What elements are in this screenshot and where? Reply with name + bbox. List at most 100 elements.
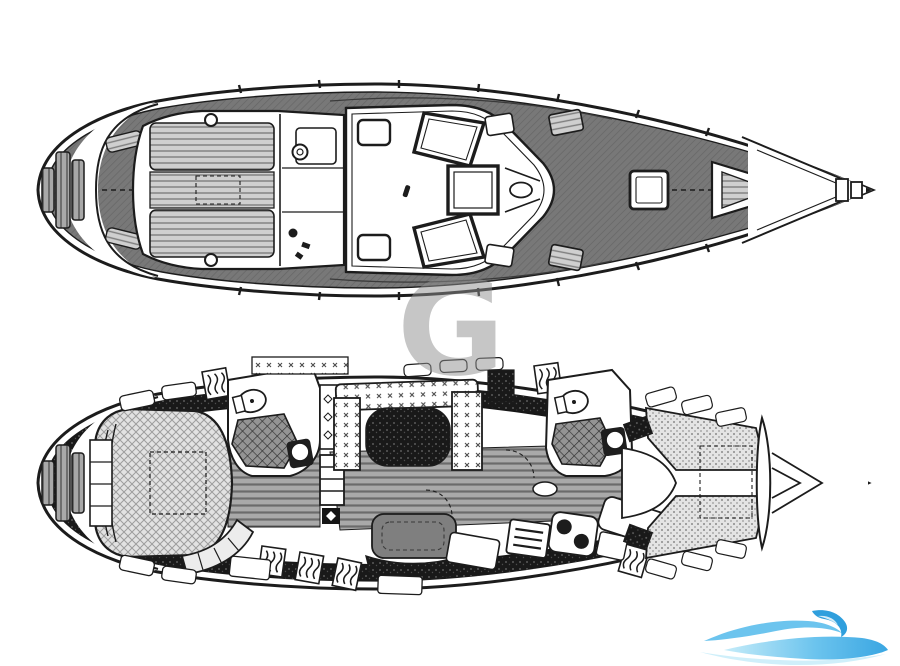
cockpit-footwell	[149, 171, 275, 209]
coachroof	[344, 103, 556, 277]
locker	[161, 565, 197, 585]
stowage	[622, 523, 654, 551]
hanging-locker	[201, 367, 232, 401]
shelf	[715, 539, 747, 559]
berth-insert	[621, 446, 677, 520]
cockpit-bench-starboard	[149, 209, 275, 258]
settee-end-locker	[487, 369, 515, 403]
forward-cabin	[621, 386, 824, 580]
saloon	[333, 369, 515, 581]
step-slats	[90, 461, 112, 507]
shelf	[644, 558, 678, 580]
wave-swoosh-logo	[700, 610, 888, 666]
stem-fitting	[861, 184, 877, 196]
settee-starboard	[371, 513, 457, 559]
settee-cushion-dashed	[381, 521, 445, 551]
locker	[377, 574, 423, 596]
cabin-window-starboard	[411, 211, 487, 269]
watermark-letter: G	[397, 252, 505, 406]
companion-steps-aft	[89, 439, 113, 527]
shelf	[681, 550, 713, 572]
cabin-hatch-small-starboard	[356, 233, 392, 262]
bowsprit-base	[835, 178, 849, 202]
hanging-locker	[294, 551, 325, 585]
sink	[290, 442, 310, 462]
stern-platform-area	[64, 395, 156, 571]
stern-step	[71, 159, 85, 221]
mast-base	[402, 185, 411, 198]
v-berth-starboard	[645, 495, 768, 560]
stanchions	[237, 79, 711, 301]
transom-line	[94, 103, 159, 277]
foredeck-hatch	[628, 169, 670, 211]
footwell-hatch	[195, 175, 241, 205]
berth-cushion-dashed	[699, 445, 753, 519]
bow-white-wedge	[748, 141, 866, 239]
stowage	[622, 415, 654, 443]
oven	[505, 518, 551, 559]
galley	[445, 511, 629, 571]
berth-infill-dashed	[149, 451, 207, 515]
logo-fin-highlight	[818, 615, 838, 625]
door-swing-arc	[425, 489, 453, 517]
pulpit-rail-inner	[756, 149, 837, 231]
shower-floor	[551, 417, 613, 467]
portlight	[403, 362, 432, 378]
cabin-window-port-inner	[420, 118, 478, 161]
locker	[118, 554, 155, 577]
deck-fitting	[294, 251, 304, 260]
sink	[605, 430, 625, 450]
dorade-vent	[484, 112, 515, 137]
deck-fitting	[301, 241, 311, 250]
locker	[119, 389, 156, 412]
platform-area	[64, 102, 156, 278]
cockpit-bench-port	[149, 122, 275, 171]
winch-base	[288, 228, 298, 238]
skylight-hatch	[446, 164, 500, 216]
portlight	[439, 358, 468, 374]
bow-pulpit	[741, 136, 877, 244]
shower-floor	[231, 413, 299, 469]
locker	[161, 381, 197, 401]
deck-plan	[36, 79, 877, 301]
dorade-box	[547, 243, 584, 272]
coachroof-nose-lines	[504, 167, 541, 213]
bow-locker-area	[752, 430, 868, 536]
logo-underwave	[700, 652, 886, 666]
halyard-winch-drum	[296, 148, 304, 156]
chain-locker-lines	[771, 452, 824, 514]
stern-step	[71, 452, 85, 514]
door-swing-arc	[505, 449, 535, 479]
curved-seat-slats	[197, 537, 240, 571]
cabin-hatch-small-port	[356, 118, 392, 147]
cabin-window-starboard-inner	[420, 219, 478, 262]
interior-plan	[36, 356, 870, 596]
deck-prism	[509, 181, 533, 199]
stove-sink-unit	[547, 511, 599, 558]
galley-locker	[595, 531, 629, 561]
saloon-table-texture	[365, 407, 451, 467]
cockpit	[131, 109, 346, 271]
stern-step	[41, 167, 55, 213]
locker	[228, 555, 272, 581]
foredeck-hatch-inner	[635, 176, 663, 204]
stern-step	[41, 460, 55, 506]
skylight-hatch-inner	[453, 171, 493, 209]
locker-diamonds	[323, 394, 333, 440]
mast-post-mark	[326, 511, 336, 521]
logo-upper-wave	[704, 620, 842, 641]
head-lockers	[251, 356, 349, 375]
portlight	[475, 357, 504, 371]
aft-berth	[91, 407, 234, 559]
u-settee	[333, 378, 483, 471]
toilet	[553, 389, 589, 415]
winch	[204, 113, 218, 127]
table-leaf	[532, 481, 558, 497]
hanging-locker	[331, 557, 363, 592]
logo-fin	[812, 610, 848, 637]
winch	[204, 253, 218, 267]
anchor-roller	[850, 181, 863, 199]
dorade-vent	[484, 243, 515, 268]
